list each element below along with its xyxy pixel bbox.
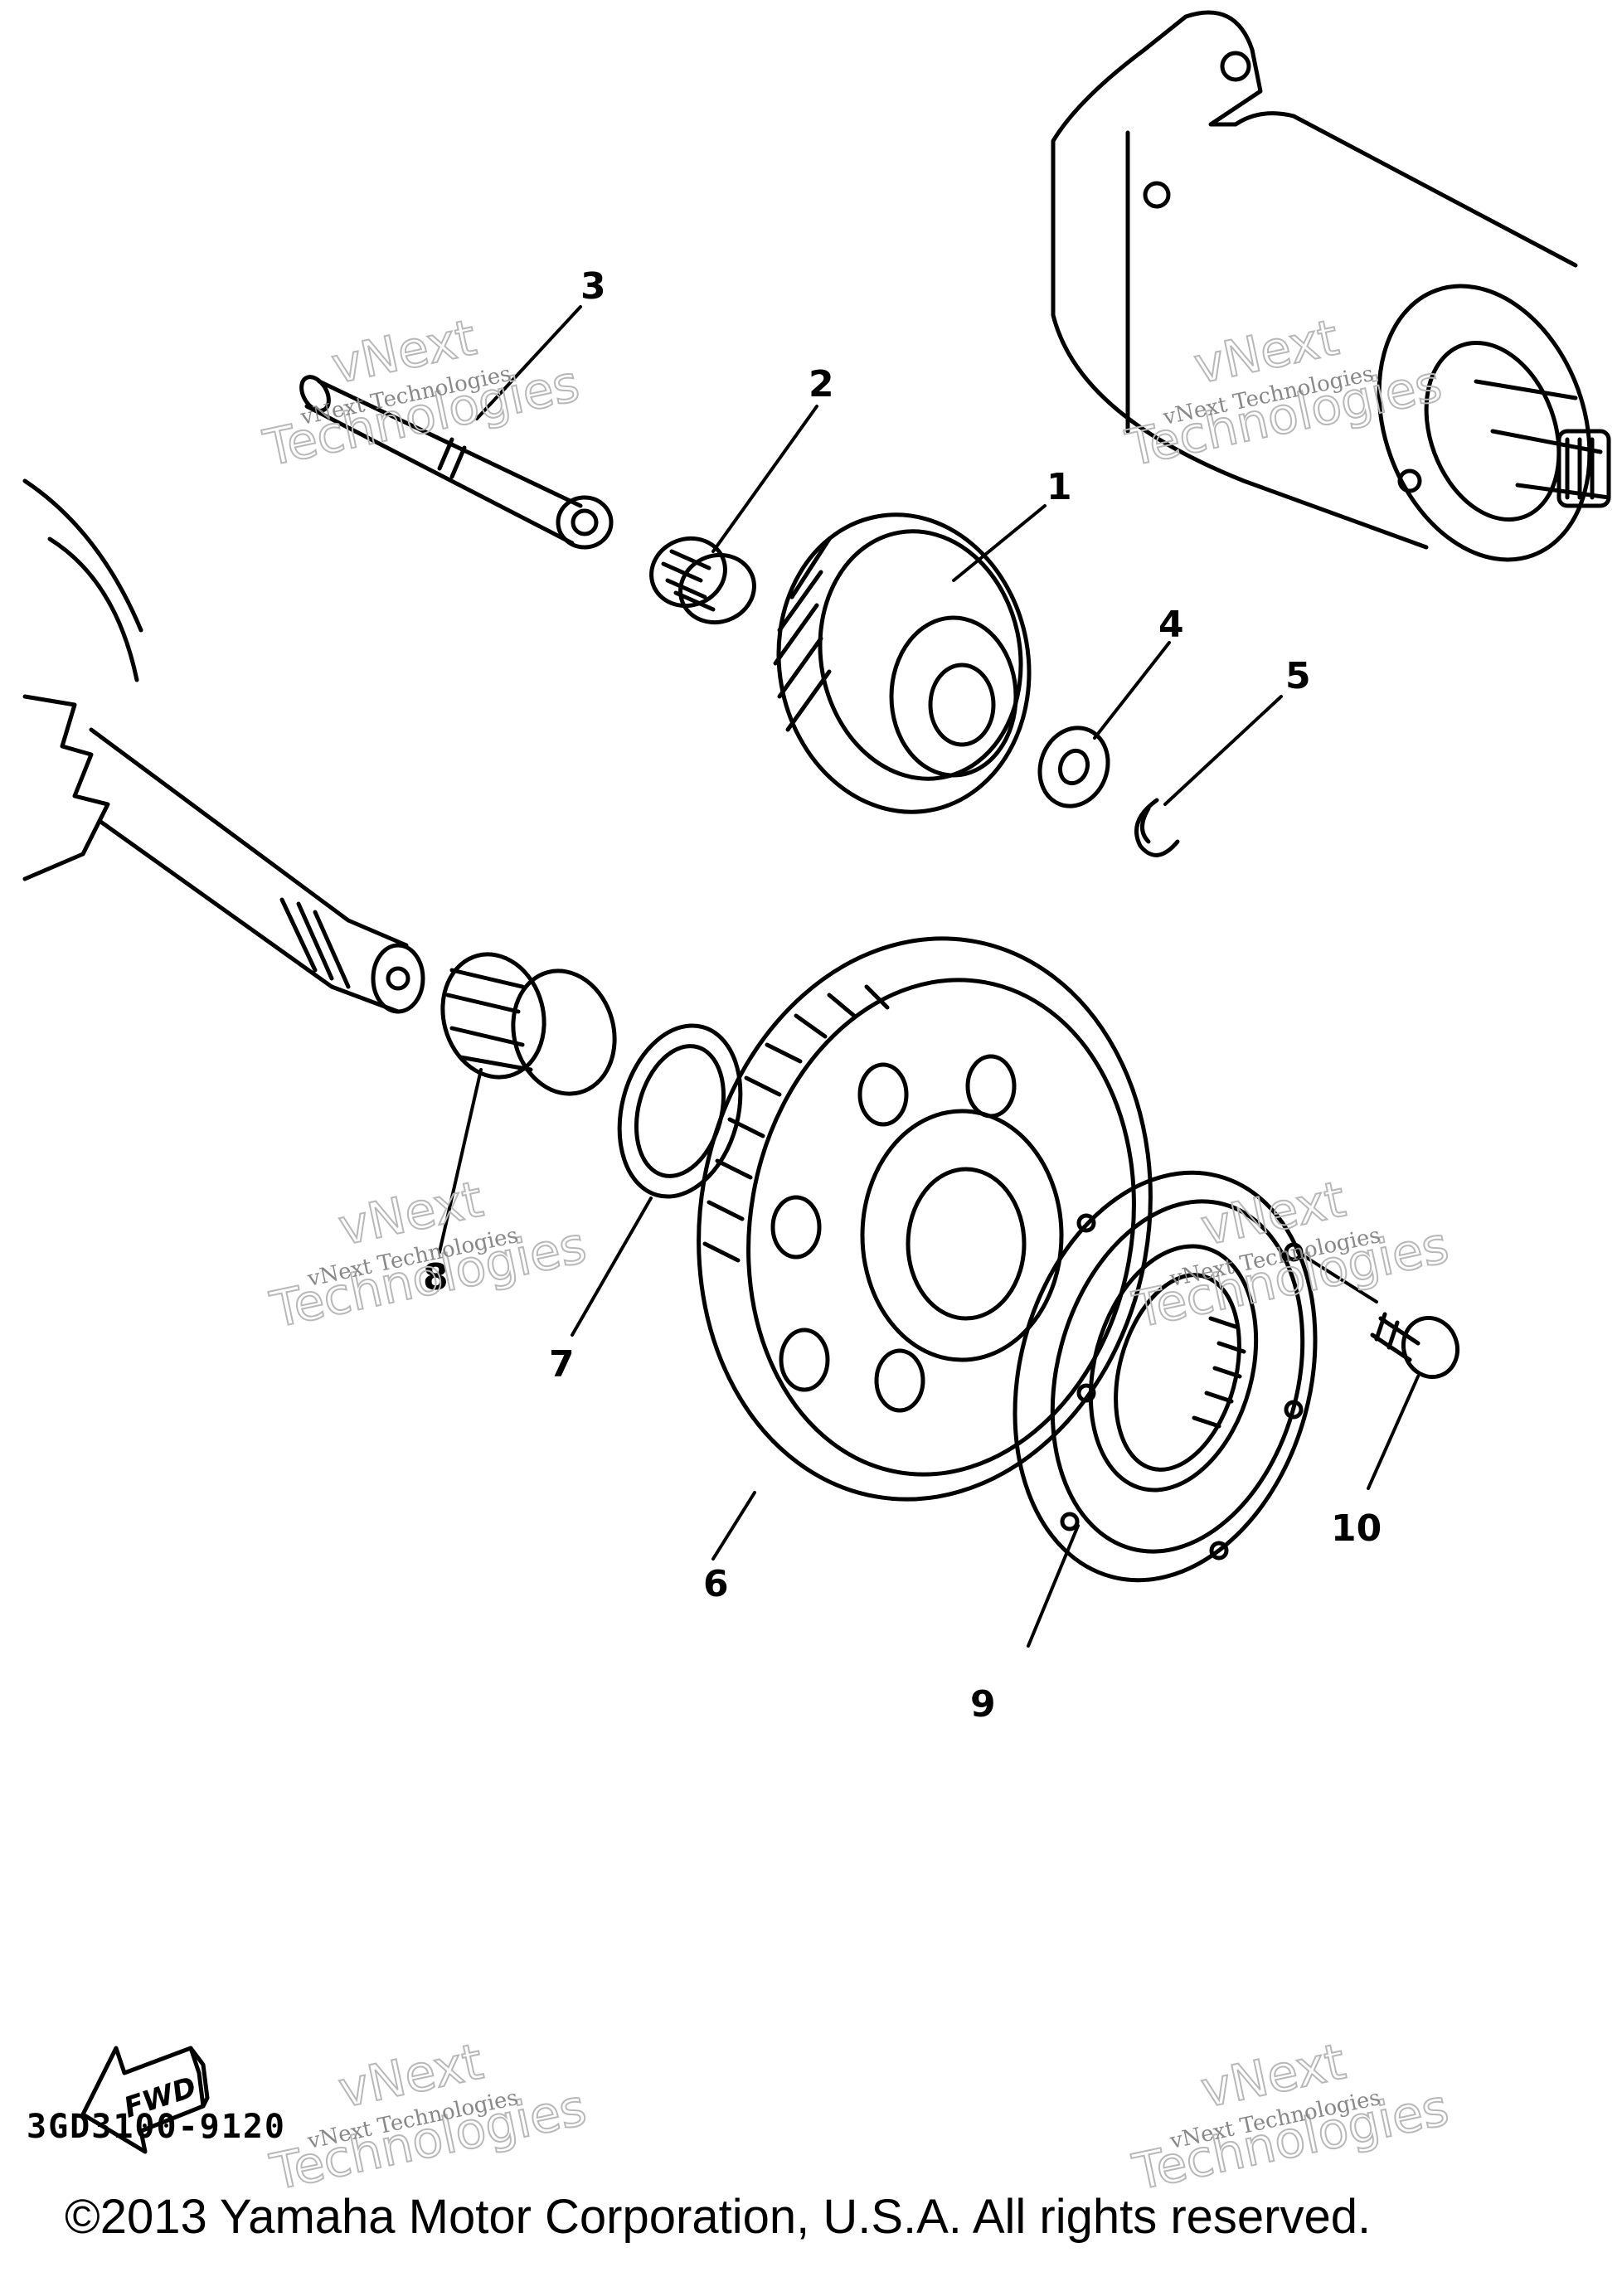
diagram-code: 3GD3100-9120 bbox=[27, 2108, 286, 2146]
callout-3: 3 bbox=[580, 265, 606, 308]
callout-2: 2 bbox=[809, 363, 834, 405]
callout-1: 1 bbox=[1047, 466, 1072, 508]
watermark-3: vNext Technologies vNext Technologies bbox=[265, 1169, 592, 1340]
crankshaft bbox=[22, 478, 425, 1014]
idler-gear-part-1 bbox=[773, 512, 1032, 814]
fwd-arrow-icon bbox=[80, 2046, 210, 2154]
starter-motor bbox=[1051, 10, 1611, 562]
circlip-part-5 bbox=[1134, 798, 1180, 857]
callout-9: 9 bbox=[970, 1683, 996, 1726]
callout-5: 5 bbox=[1285, 655, 1311, 697]
watermark-1: vNext Technologies vNext Technologies bbox=[258, 308, 585, 478]
washer-part-4 bbox=[1037, 726, 1110, 808]
bolt-part-10 bbox=[1370, 1312, 1459, 1380]
callout-10: 10 bbox=[1331, 1507, 1382, 1550]
washer-part-7 bbox=[617, 1023, 743, 1199]
watermark-4: vNext Technologies vNext Technologies bbox=[1127, 1169, 1454, 1340]
watermark-5: vNext Technologies vNext Technologies bbox=[265, 2031, 592, 2202]
leader-lines bbox=[438, 305, 1420, 1648]
callout-4: 4 bbox=[1158, 604, 1184, 646]
watermark-2: vNext Technologies vNext Technologies bbox=[1120, 308, 1448, 478]
callout-6: 6 bbox=[703, 1563, 729, 1605]
clutch-part-9 bbox=[1013, 1170, 1318, 1583]
bearing-part-2 bbox=[649, 536, 756, 625]
callout-8: 8 bbox=[423, 1256, 449, 1298]
callout-7: 7 bbox=[549, 1343, 575, 1386]
bearing-part-8 bbox=[440, 952, 617, 1096]
copyright-notice: ©2013 Yamaha Motor Corporation, U.S.A. A… bbox=[65, 2190, 1372, 2244]
watermark-6: vNext Technologies vNext Technologies bbox=[1127, 2031, 1454, 2202]
shaft-part-3 bbox=[299, 375, 614, 550]
starter-wheel-gear-part-6 bbox=[697, 936, 1153, 1502]
